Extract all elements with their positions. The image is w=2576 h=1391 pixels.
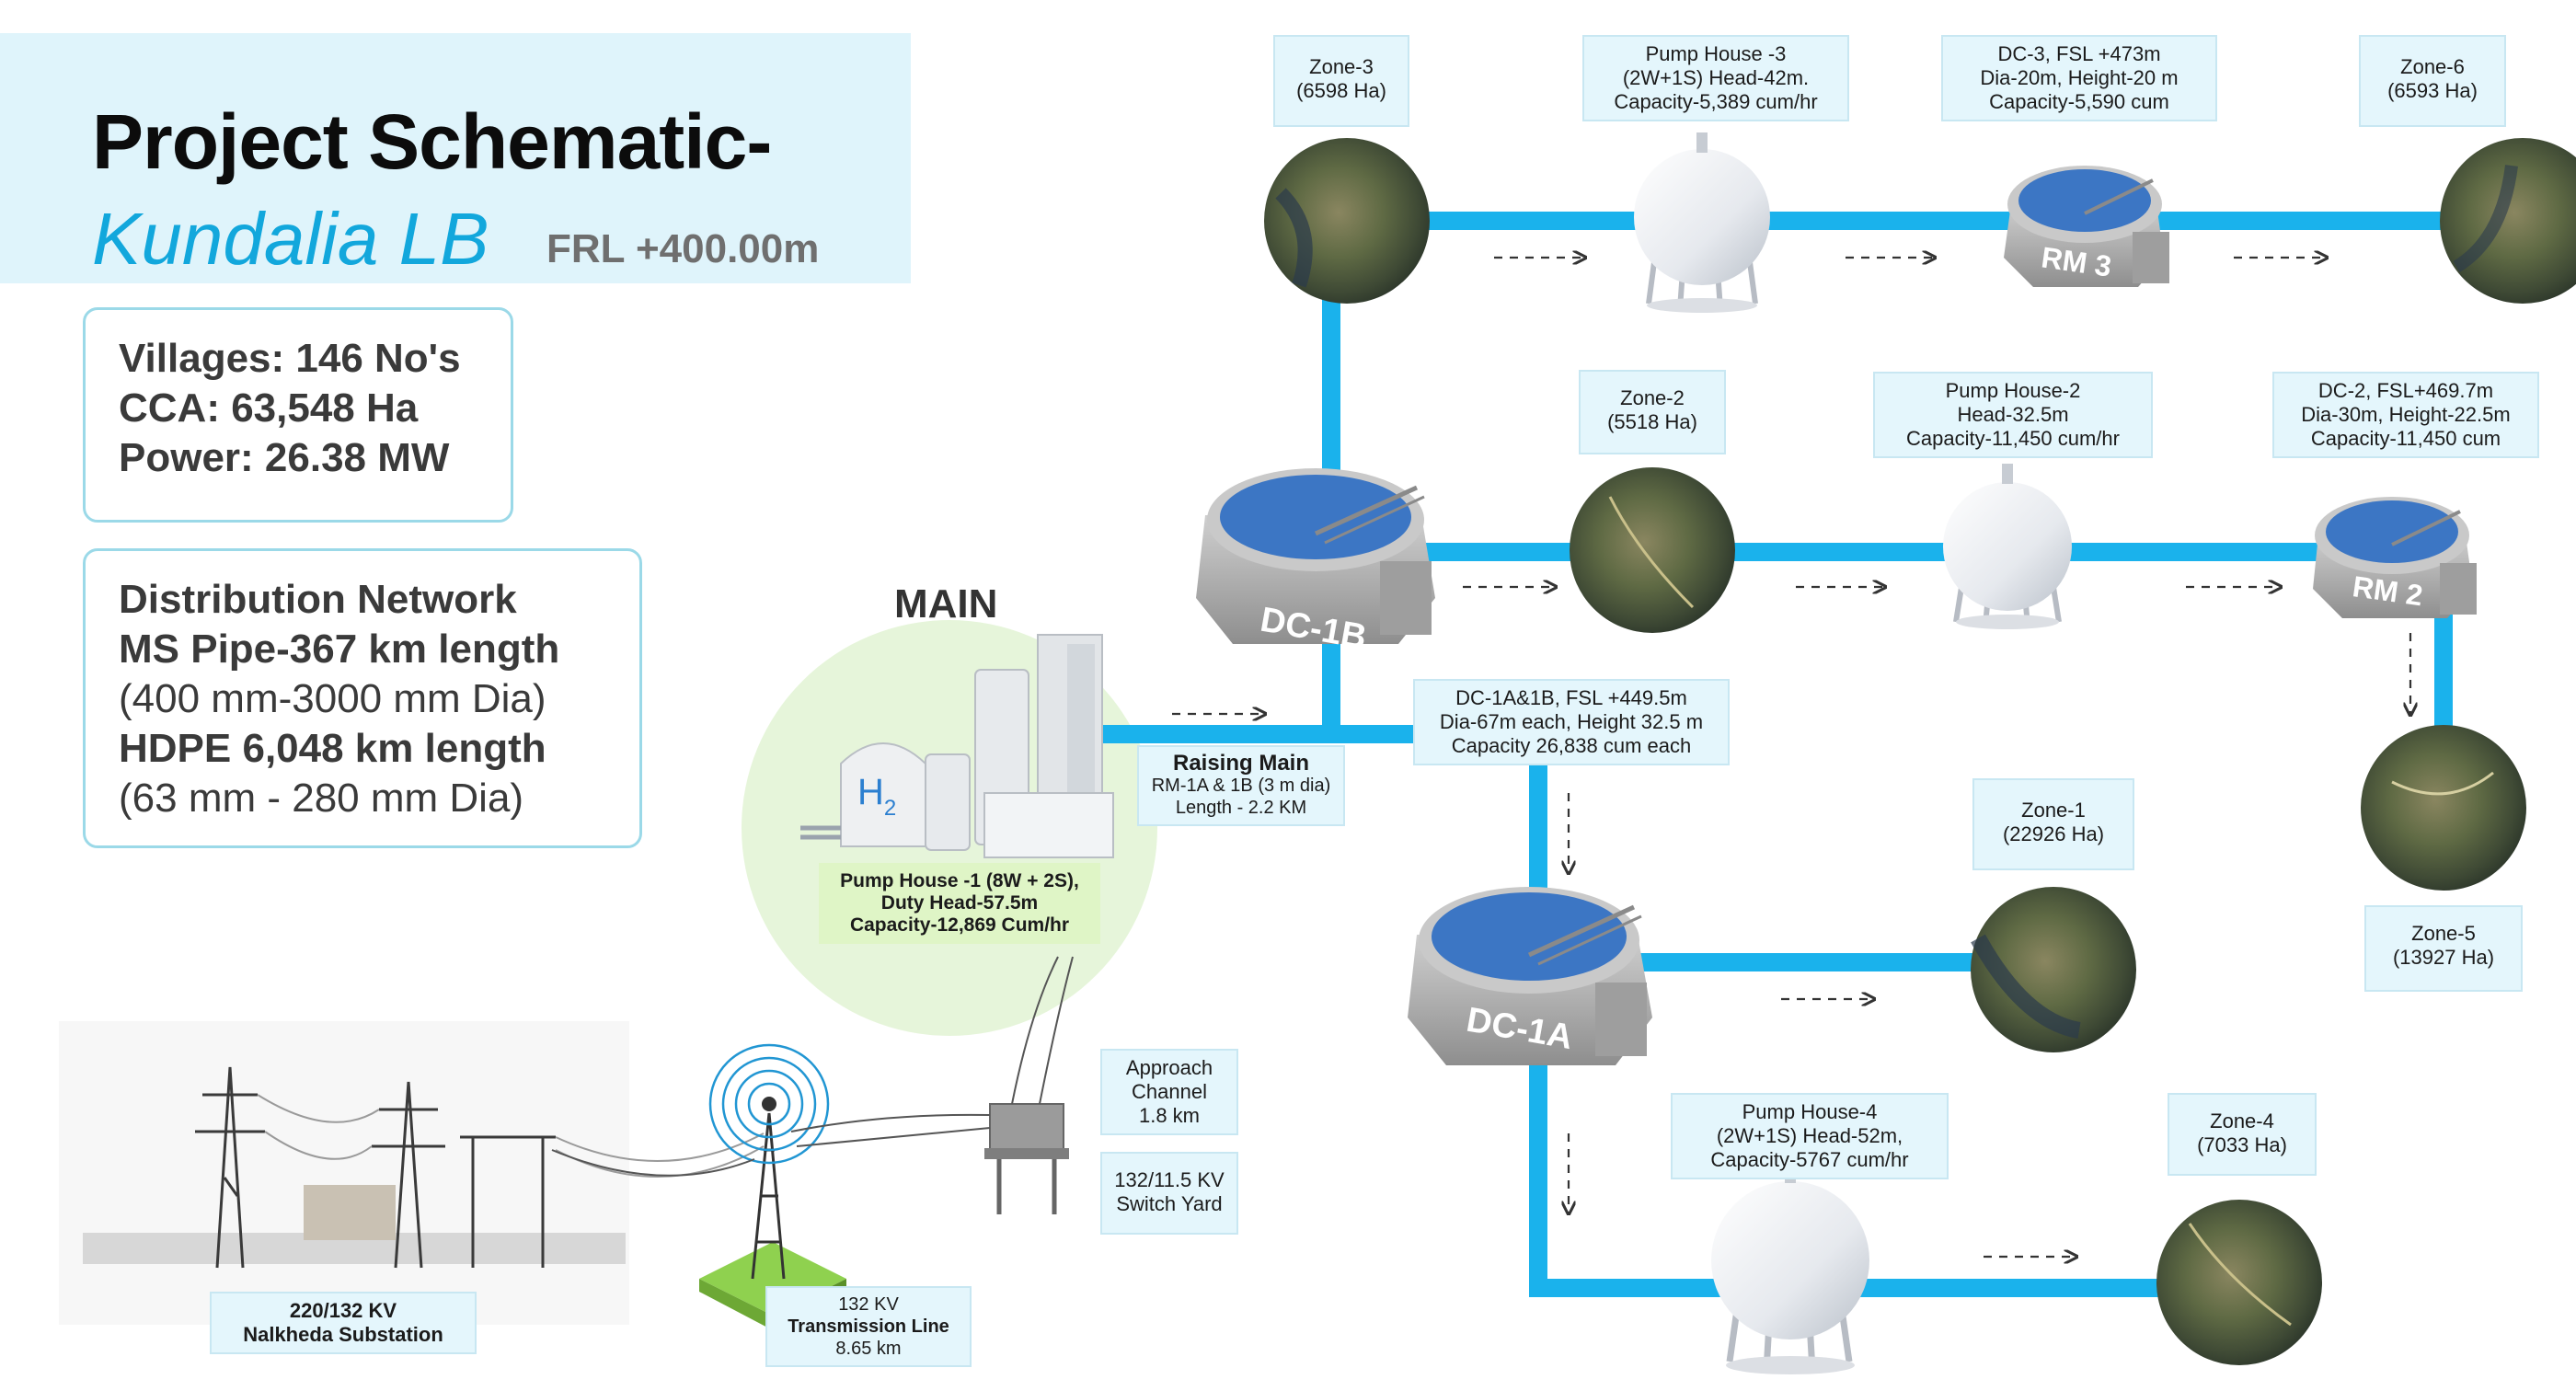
pump-house-4-icon: [1711, 1161, 1869, 1374]
zone-3-map: [1264, 138, 1430, 304]
zone-2-label: Zone-2 (5518 Ha): [1579, 370, 1726, 454]
h2-symbol: H2: [857, 772, 896, 821]
power-stat: Power: 26.38 MW: [119, 435, 450, 480]
title-panel: Project Schematic- Kundalia LB FRL +400.…: [0, 33, 911, 283]
frl-value: FRL +400.00m: [546, 226, 820, 271]
zone-4-label: Zone-4 (7033 Ha): [2168, 1093, 2317, 1176]
dc-1b-tank: DC-1B: [1196, 468, 1435, 657]
dc-2-label: DC-2, FSL+469.7m Dia-30m, Height-22.5m C…: [2272, 372, 2539, 458]
cca-stat: CCA: 63,548 Ha: [119, 385, 419, 431]
page-title: Project Schematic-: [92, 98, 772, 185]
project-stats-box: Villages: 146 No's CCA: 63,548 Ha Power:…: [83, 307, 513, 523]
main-title: MAIN: [894, 581, 998, 627]
ms-pipe-length: MS Pipe-367 km length: [119, 627, 560, 672]
dc-1a-tank: DC-1A: [1408, 887, 1652, 1065]
approach-channel-label: Approach Channel 1.8 km: [1100, 1049, 1238, 1135]
substation-label: 220/132 KV Nalkheda Substation: [210, 1292, 477, 1354]
dc-1a-1b-label: DC-1A&1B, FSL +449.5m Dia-67m each, Heig…: [1413, 679, 1730, 765]
dc-3-label: DC-3, FSL +473m Dia-20m, Height-20 m Cap…: [1941, 35, 2217, 121]
zone-5-map: [2361, 725, 2526, 891]
transmission-line-label: 132 KV Transmission Line 8.65 km: [765, 1286, 972, 1367]
zone-4-map: [2156, 1200, 2322, 1365]
distribution-heading: Distribution Network: [119, 577, 517, 622]
villages-stat: Villages: 146 No's: [119, 336, 461, 381]
pump-house-4-label: Pump House-4 (2W+1S) Head-52m, Capacity-…: [1671, 1093, 1949, 1179]
distribution-network-box: Distribution Network MS Pipe-367 km leng…: [83, 548, 642, 848]
pump-house-2-icon: [1943, 464, 2072, 629]
zone-6-map: [2440, 138, 2576, 304]
rm-3-tank: RM 3: [2004, 166, 2169, 287]
hdpe-diameter: (63 mm - 280 mm Dia): [119, 776, 524, 821]
rm-2-tank: RM 2: [2313, 497, 2477, 618]
flow-arrows: [1172, 258, 2410, 1257]
switch-yard-label: 132/11.5 KV Switch Yard: [1100, 1152, 1238, 1235]
pump-house-3-label: Pump House -3 (2W+1S) Head-42m. Capacity…: [1582, 35, 1849, 121]
raising-main-label: Raising Main RM-1A & 1B (3 m dia) Length…: [1137, 745, 1345, 826]
pump-house-1-label: Pump House -1 (8W + 2S), Duty Head-57.5m…: [819, 863, 1100, 944]
transformer-icon: [984, 1103, 1069, 1214]
zone-6-label: Zone-6 (6593 Ha): [2359, 35, 2506, 127]
zone-3-label: Zone-3 (6598 Ha): [1273, 35, 1409, 127]
hdpe-length: HDPE 6,048 km length: [119, 726, 546, 771]
power-lines: [551, 956, 1074, 1177]
pump-house-2-label: Pump House-2 Head-32.5m Capacity-11,450 …: [1873, 372, 2153, 458]
zone-2-map: [1570, 467, 1735, 633]
zone-1-map: [1971, 887, 2136, 1052]
project-name: Kundalia LB: [92, 198, 489, 280]
pump-house-3-icon: [1634, 132, 1770, 313]
ms-pipe-diameter: (400 mm-3000 mm Dia): [119, 676, 546, 721]
main-plant-illustration: H2: [800, 634, 1114, 858]
zone-5-label: Zone-5 (13927 Ha): [2364, 905, 2523, 992]
substation-illustration: [59, 1021, 765, 1325]
zone-1-label: Zone-1 (22926 Ha): [1972, 778, 2134, 870]
